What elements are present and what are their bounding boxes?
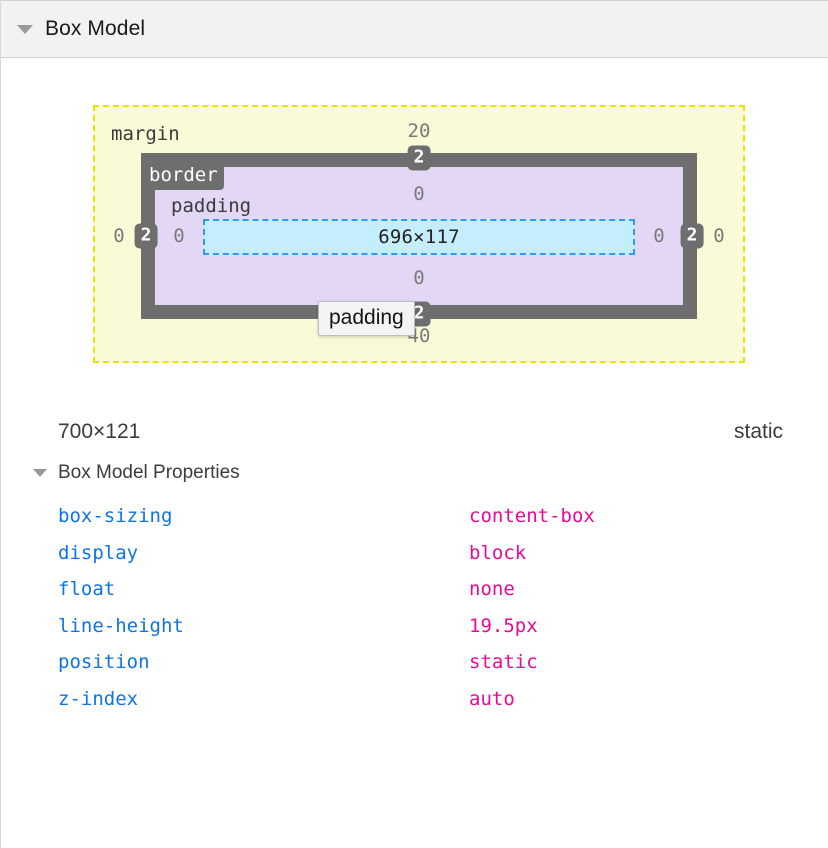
padding-top-value[interactable]: 0 [413, 183, 425, 205]
margin-right-value[interactable]: 0 [713, 225, 725, 247]
box-model-summary: 700×121 static [1, 420, 828, 454]
property-row[interactable]: box-sizing content-box [1, 498, 828, 535]
property-row[interactable]: float none [1, 571, 828, 608]
border-left-value[interactable]: 2 [134, 223, 158, 249]
padding-layer-label: padding [171, 195, 252, 217]
content-size-label[interactable]: 696×117 [378, 226, 460, 248]
margin-layer-label: margin [111, 123, 180, 145]
border-layer-label: border [143, 163, 224, 190]
property-value[interactable]: 19.5px [469, 614, 538, 637]
content-box-region[interactable] [203, 219, 635, 255]
property-name[interactable]: line-height [58, 614, 184, 637]
element-position-label: static [733, 420, 783, 443]
property-row[interactable]: line-height 19.5px [1, 608, 828, 645]
padding-bottom-value[interactable]: 0 [413, 267, 425, 289]
border-top-value[interactable]: 2 [407, 145, 431, 171]
box-model-properties-list: box-sizing content-box display block flo… [1, 498, 828, 717]
page-title: Box Model [45, 17, 146, 40]
margin-top-value[interactable]: 20 [407, 120, 431, 142]
element-size-label: 700×121 [58, 420, 141, 443]
box-model-properties-header[interactable]: Box Model Properties [1, 462, 240, 484]
property-value[interactable]: none [469, 578, 515, 600]
triangle-down-icon[interactable] [17, 24, 33, 34]
box-model-tooltip: padding [318, 301, 415, 336]
margin-left-value[interactable]: 0 [113, 225, 125, 247]
property-value[interactable]: auto [469, 687, 515, 710]
property-row[interactable]: z-index auto [1, 681, 828, 718]
property-row[interactable]: display block [1, 535, 828, 572]
padding-right-value[interactable]: 0 [653, 225, 665, 247]
property-name[interactable]: z-index [58, 687, 139, 710]
property-name[interactable]: position [58, 651, 150, 673]
box-model-header[interactable]: Box Model [1, 0, 828, 58]
property-name[interactable]: display [58, 541, 139, 564]
box-model-properties-title: Box Model Properties [58, 462, 240, 483]
padding-left-value[interactable]: 0 [173, 225, 185, 247]
property-name[interactable]: float [58, 578, 116, 600]
box-model-diagram[interactable]: margin border padding 696×117 20 40 0 0 … [93, 105, 745, 363]
triangle-down-icon[interactable] [33, 469, 47, 477]
border-right-value[interactable]: 2 [680, 223, 704, 249]
property-value[interactable]: static [469, 651, 538, 673]
property-row[interactable]: position static [1, 644, 828, 681]
property-value[interactable]: content-box [469, 505, 595, 527]
property-value[interactable]: block [469, 541, 527, 564]
property-name[interactable]: box-sizing [58, 505, 173, 527]
